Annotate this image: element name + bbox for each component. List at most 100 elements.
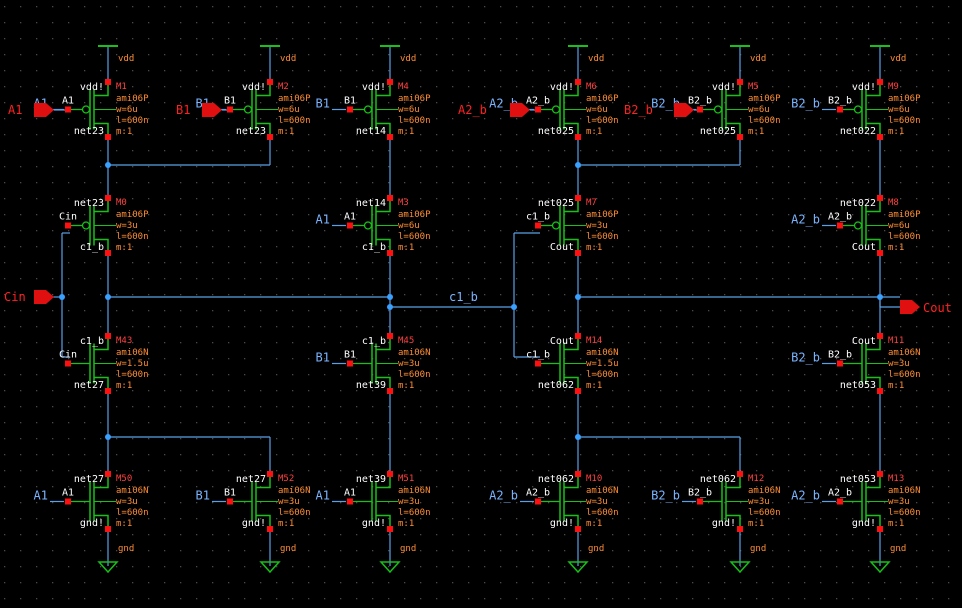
terminal-label-bottom: gnd! — [550, 518, 574, 529]
pmos-bubble-icon — [551, 105, 561, 114]
terminal-pin — [877, 134, 883, 140]
terminal-pin — [387, 471, 393, 477]
param-w: w=3u — [398, 497, 420, 507]
param-l: l=600n — [116, 116, 149, 126]
input-pin-arrow-icon[interactable] — [34, 103, 54, 117]
junction-dot-icon — [105, 294, 111, 300]
terminal-pin — [697, 498, 703, 505]
junction-dot-icon — [387, 304, 393, 310]
param-l: l=600n — [116, 232, 149, 242]
param-w: w=6u — [586, 105, 608, 115]
terminal-pin — [387, 79, 393, 85]
param-m: m:1 — [748, 519, 764, 529]
terminal-label-top: net025 — [538, 198, 574, 209]
param-l: l=600n — [888, 508, 921, 518]
terminal-pin — [347, 106, 353, 113]
terminal-pin — [387, 333, 393, 339]
terminal-label-bottom: c1_b — [80, 242, 104, 253]
param-w: w=3u — [278, 497, 300, 507]
output-pin-arrow-icon[interactable] — [900, 300, 920, 314]
terminal-pin — [575, 526, 581, 532]
terminal-pin — [535, 498, 541, 505]
terminal-pin — [837, 498, 843, 505]
model-name: ami06P — [116, 94, 149, 104]
gate-wire-label: B2_b — [651, 97, 680, 111]
terminal-pin — [575, 250, 581, 256]
terminal-pin — [65, 498, 71, 505]
param-l: l=600n — [116, 508, 149, 518]
gate-net-label: A1 — [62, 96, 74, 107]
model-name: ami06P — [888, 210, 921, 220]
input-pin-arrow-icon[interactable] — [202, 103, 222, 117]
gate-wire-label: A1 — [34, 489, 48, 503]
terminal-pin — [387, 195, 393, 201]
vdd-supply-icon: vdd — [730, 45, 766, 64]
terminal-pin — [697, 106, 703, 113]
param-m: m:1 — [116, 243, 132, 253]
io-pin-label-Cout: Cout — [923, 301, 952, 315]
wire-label-c1_b: c1_b — [449, 290, 478, 304]
instance-name: M12 — [748, 474, 764, 484]
terminal-label-top: net23 — [74, 198, 104, 209]
param-w: w=1.5u — [116, 359, 149, 369]
input-pin-arrow-icon[interactable] — [674, 103, 694, 117]
param-m: m:1 — [888, 381, 904, 391]
model-name: ami06N — [116, 348, 149, 358]
terminal-pin — [575, 471, 581, 477]
param-m: m:1 — [278, 519, 294, 529]
param-m: m:1 — [398, 243, 414, 253]
gate-net-label: B2_b — [688, 96, 712, 107]
vdd-supply-icon: vdd — [260, 45, 296, 64]
instance-name: M2 — [278, 82, 289, 92]
terminal-pin — [227, 498, 233, 505]
instance-name: M51 — [398, 474, 414, 484]
terminal-pin — [105, 526, 111, 532]
terminal-pin — [387, 526, 393, 532]
terminal-pin — [877, 79, 883, 85]
param-w: w=6u — [888, 221, 910, 231]
instance-name: M43 — [116, 336, 132, 346]
param-w: w=1.5u — [586, 359, 619, 369]
terminal-label-bottom: net39 — [356, 380, 386, 391]
terminal-pin — [105, 79, 111, 85]
terminal-pin — [535, 222, 541, 229]
param-m: m:1 — [586, 519, 602, 529]
param-w: w=3u — [888, 359, 910, 369]
model-name: ami06P — [888, 94, 921, 104]
param-w: w=3u — [398, 359, 420, 369]
terminal-label-bottom: gnd! — [712, 518, 736, 529]
ground-icon: gnd — [97, 544, 134, 574]
param-m: m:1 — [748, 127, 764, 137]
input-pin-arrow-icon[interactable] — [510, 103, 530, 117]
instance-name: M45 — [398, 336, 414, 346]
input-pin-arrow-icon[interactable] — [34, 290, 54, 304]
terminal-label-top: net062 — [700, 474, 736, 485]
terminal-pin — [267, 471, 273, 477]
model-name: ami06P — [116, 210, 149, 220]
terminal-pin — [877, 471, 883, 477]
terminal-pin — [575, 134, 581, 140]
terminal-pin — [535, 106, 541, 113]
param-l: l=600n — [278, 508, 311, 518]
devices-layer: M1ami06Pw=6ul=600nm:1vdd!net23A1A1M2ami0… — [34, 79, 921, 532]
